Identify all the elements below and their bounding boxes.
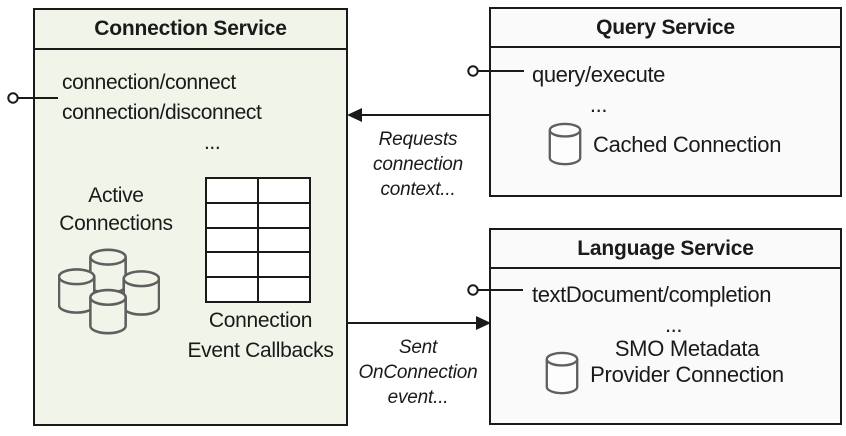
callback-table-cell bbox=[259, 253, 309, 277]
connection-service-title: Connection Service bbox=[35, 10, 346, 50]
database-cluster-icon bbox=[58, 248, 160, 335]
callback-table-cell bbox=[259, 278, 309, 301]
database-cylinder-icon bbox=[89, 248, 127, 295]
callback-table-cell bbox=[207, 203, 257, 227]
connection-methods-ellipsis: ... bbox=[204, 131, 221, 154]
language-methods-ellipsis: ... bbox=[664, 312, 683, 337]
callback-table-cell bbox=[259, 179, 309, 202]
callback-table-cell bbox=[207, 228, 257, 252]
callback-table-cell bbox=[207, 278, 257, 301]
connection-event-callbacks-label: Connection Event Callbacks bbox=[187, 309, 334, 362]
method-textdocument-completion: textDocument/completion bbox=[532, 282, 772, 307]
method-query-execute: query/execute bbox=[532, 62, 665, 87]
smo-metadata-provider-connection-label: SMO Metadata Provider Connection bbox=[590, 336, 784, 387]
database-cylinder-icon bbox=[58, 268, 96, 314]
database-cylinder-icon bbox=[89, 288, 127, 335]
query-service-methods: query/execute ... bbox=[532, 60, 665, 120]
database-icon bbox=[545, 351, 579, 395]
requests-arrow-label: Requests connection context... bbox=[373, 129, 463, 200]
sent-onconnection-arrow bbox=[348, 316, 491, 330]
language-service-methods: textDocument/completion ... bbox=[532, 280, 771, 340]
method-connection-connect: connection/connect bbox=[62, 71, 236, 94]
query-service-title: Query Service bbox=[491, 9, 840, 48]
query-methods-ellipsis: ... bbox=[589, 92, 608, 117]
connection-service-methods: connection/connect connection/disconnect… bbox=[62, 68, 262, 158]
connection-service-box: Connection Service connection/connect co… bbox=[33, 8, 348, 426]
method-connection-disconnect: connection/disconnect bbox=[62, 101, 262, 124]
database-icon bbox=[548, 122, 582, 166]
requests-connection-arrow bbox=[347, 108, 489, 122]
language-service-title: Language Service bbox=[491, 230, 840, 269]
cached-connection-label: Cached Connection bbox=[593, 131, 782, 157]
callback-table-cell bbox=[259, 228, 309, 252]
language-service-box: Language Service textDocument/completion… bbox=[489, 228, 842, 425]
callback-table-cell bbox=[207, 179, 257, 202]
database-cylinder-icon bbox=[122, 270, 160, 316]
active-connections-label: Active Connections bbox=[59, 184, 173, 235]
callback-table-cell bbox=[207, 253, 257, 277]
arrow-left-icon bbox=[347, 108, 362, 122]
sent-arrow-label: Sent OnConnection event... bbox=[358, 337, 478, 408]
cached-connection-row: Cached Connection bbox=[548, 121, 781, 168]
callback-table-cell bbox=[259, 203, 309, 227]
query-service-box: Query Service query/execute ... Cached C… bbox=[489, 7, 842, 197]
callback-table bbox=[205, 177, 311, 303]
